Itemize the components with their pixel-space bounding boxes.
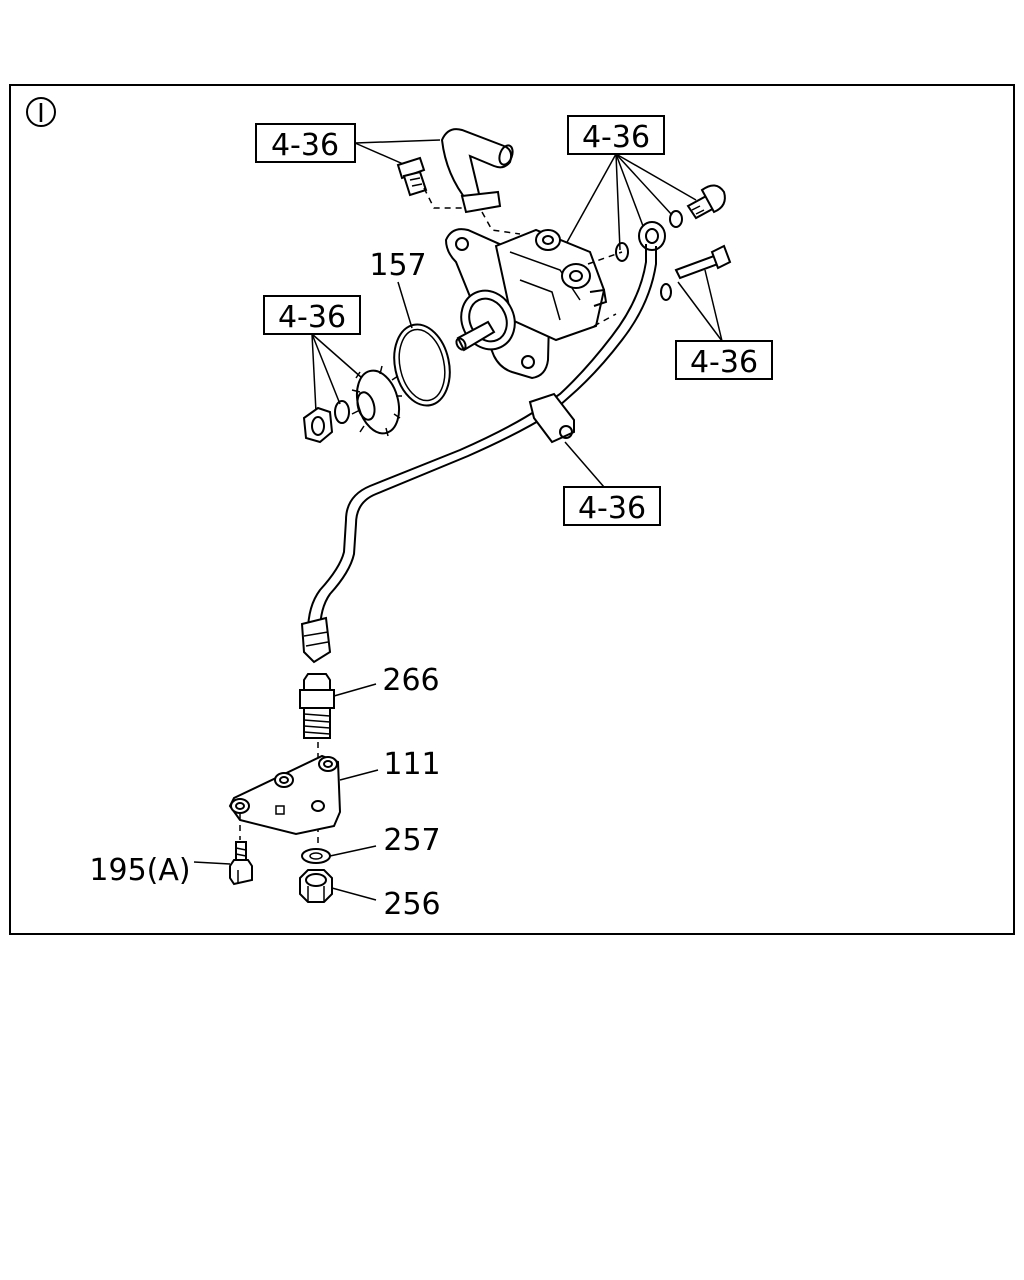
ref-box-b-text: 4-36: [582, 120, 650, 155]
drive-gear: [351, 365, 402, 437]
pipe-banjo-eye: [638, 221, 666, 251]
label-195a: 195(A): [89, 853, 190, 888]
nut-256: [299, 869, 333, 903]
o-ring-157: [393, 323, 451, 407]
banjo-bolt-top-left: [396, 156, 428, 197]
view-marker: I: [26, 97, 56, 129]
label-257: 257: [383, 823, 440, 858]
ref-box-d[interactable]: 4-36: [675, 340, 773, 380]
ref-box-e[interactable]: 4-36: [563, 486, 661, 526]
inlet-elbow-pipe: [423, 128, 521, 235]
diagram-frame: [9, 84, 1015, 935]
ref-box-e-text: 4-36: [578, 491, 646, 526]
washer-top-right: [615, 242, 629, 262]
label-256: 256: [383, 887, 440, 922]
connector-266: [299, 673, 335, 739]
ref-box-a-text: 4-36: [271, 128, 339, 163]
pressure-pipe: [300, 244, 657, 664]
washer-257: [301, 848, 331, 864]
ref-box-c-text: 4-36: [278, 300, 346, 335]
ref-box-c[interactable]: 4-36: [263, 295, 361, 335]
ref-box-a[interactable]: 4-36: [255, 123, 356, 163]
label-157: 157: [369, 248, 426, 283]
bolt-right: [660, 244, 732, 301]
pump-assembly: [444, 228, 623, 380]
bolt-195a: [229, 841, 253, 886]
bracket-111: [228, 754, 342, 836]
banjo-bolt-top-right: [669, 184, 726, 228]
washer-left: [334, 400, 350, 424]
label-266: 266: [382, 663, 439, 698]
ref-box-b[interactable]: 4-36: [567, 115, 665, 155]
label-111: 111: [383, 747, 440, 782]
ref-box-d-text: 4-36: [690, 345, 758, 380]
view-marker-text: I: [37, 99, 45, 129]
nut-left: [302, 406, 334, 444]
